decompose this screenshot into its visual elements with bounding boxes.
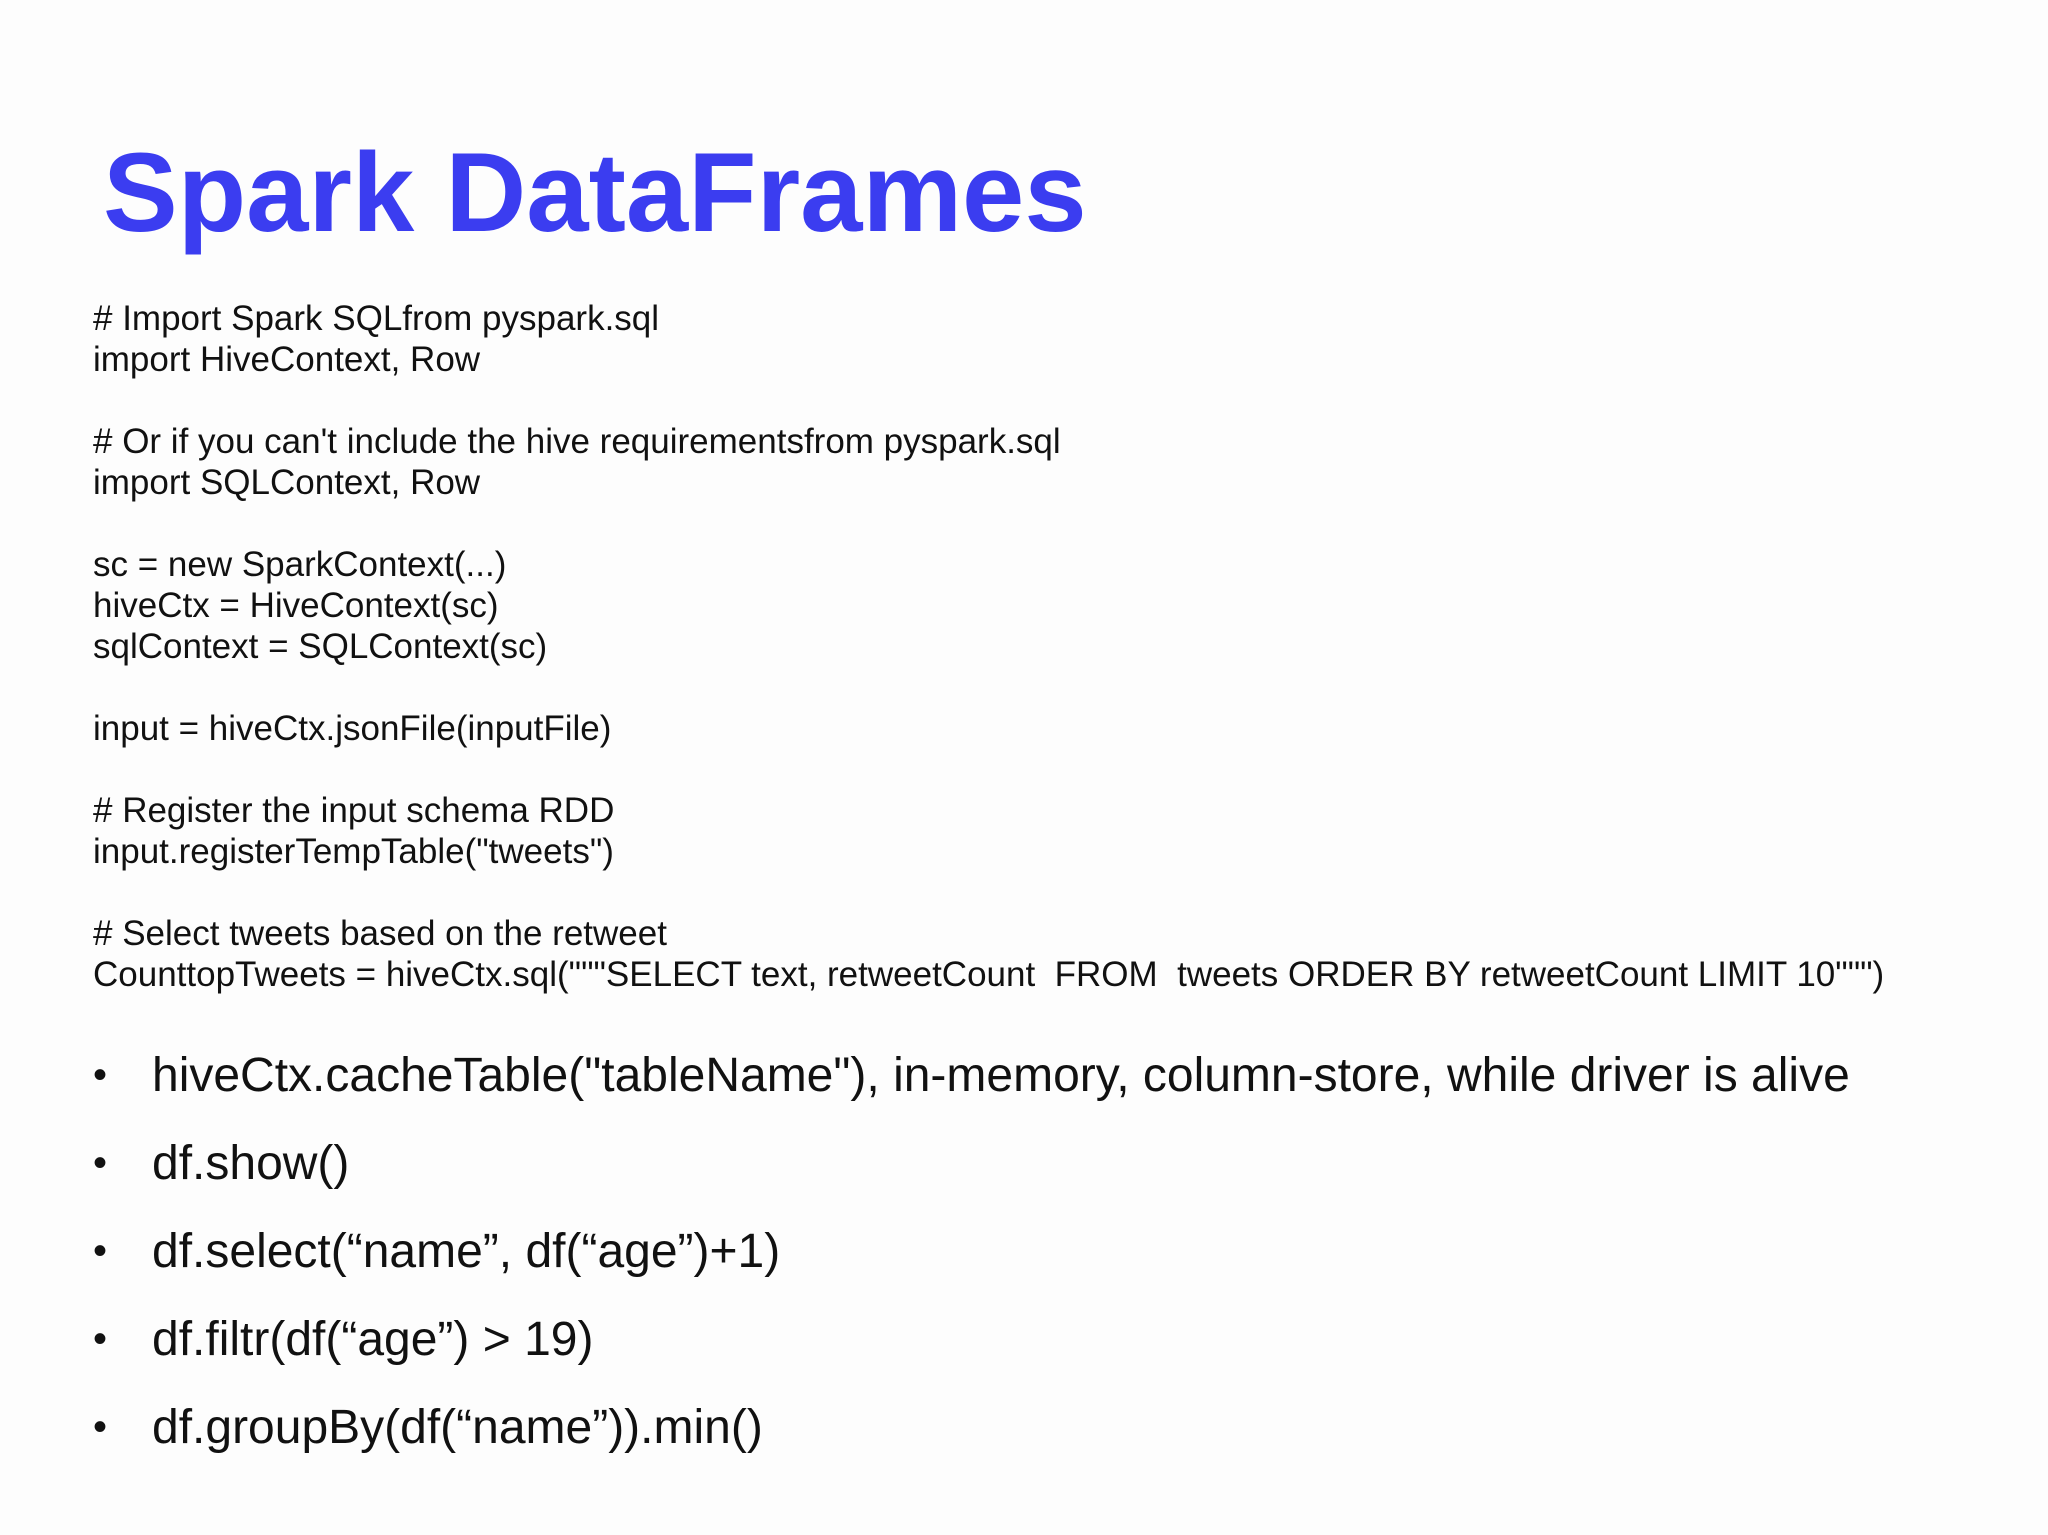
code-line: input = hiveCtx.jsonFile(inputFile) bbox=[93, 709, 612, 748]
bullet-list: • hiveCtx.cacheTable("tableName"), in-me… bbox=[93, 1031, 2023, 1471]
code-line: sqlContext = SQLContext(sc) bbox=[93, 627, 548, 666]
bullet-item: • df.select(“name”, df(“age”)+1) bbox=[93, 1207, 2023, 1295]
code-line: hiveCtx = HiveContext(sc) bbox=[93, 586, 499, 625]
bullet-icon: • bbox=[93, 1317, 108, 1361]
code-line: import SQLContext, Row bbox=[93, 463, 481, 502]
bullet-icon: • bbox=[93, 1141, 108, 1185]
bullet-icon: • bbox=[93, 1229, 108, 1273]
code-block: # Import Spark SQLfrom pyspark.sql impor… bbox=[93, 298, 2023, 995]
bullet-text: df.select(“name”, df(“age”)+1) bbox=[152, 1224, 781, 1278]
code-line: # Or if you can't include the hive requi… bbox=[93, 422, 1061, 461]
bullet-text: df.filtr(df(“age”) > 19) bbox=[152, 1312, 594, 1366]
bullet-item: • hiveCtx.cacheTable("tableName"), in-me… bbox=[93, 1031, 2023, 1119]
code-line: # Register the input schema RDD bbox=[93, 791, 615, 830]
bullet-text: df.groupBy(df(“name”)).min() bbox=[152, 1400, 763, 1454]
slide-title: Spark DataFrames bbox=[103, 130, 1087, 255]
code-line: CounttopTweets = hiveCtx.sql("""SELECT t… bbox=[93, 955, 1885, 994]
code-line: sc = new SparkContext(...) bbox=[93, 545, 507, 584]
bullet-text: df.show() bbox=[152, 1136, 350, 1190]
bullet-item: • df.groupBy(df(“name”)).min() bbox=[93, 1383, 2023, 1471]
bullet-icon: • bbox=[93, 1053, 108, 1097]
code-line: import HiveContext, Row bbox=[93, 340, 481, 379]
code-line: # Select tweets based on the retweet bbox=[93, 914, 667, 953]
bullet-text: hiveCtx.cacheTable("tableName"), in-memo… bbox=[152, 1048, 1850, 1102]
code-line: input.registerTempTable("tweets") bbox=[93, 832, 614, 871]
bullet-item: • df.show() bbox=[93, 1119, 2023, 1207]
code-line: # Import Spark SQLfrom pyspark.sql bbox=[93, 299, 660, 338]
bullet-icon: • bbox=[93, 1405, 108, 1449]
bullet-item: • df.filtr(df(“age”) > 19) bbox=[93, 1295, 2023, 1383]
